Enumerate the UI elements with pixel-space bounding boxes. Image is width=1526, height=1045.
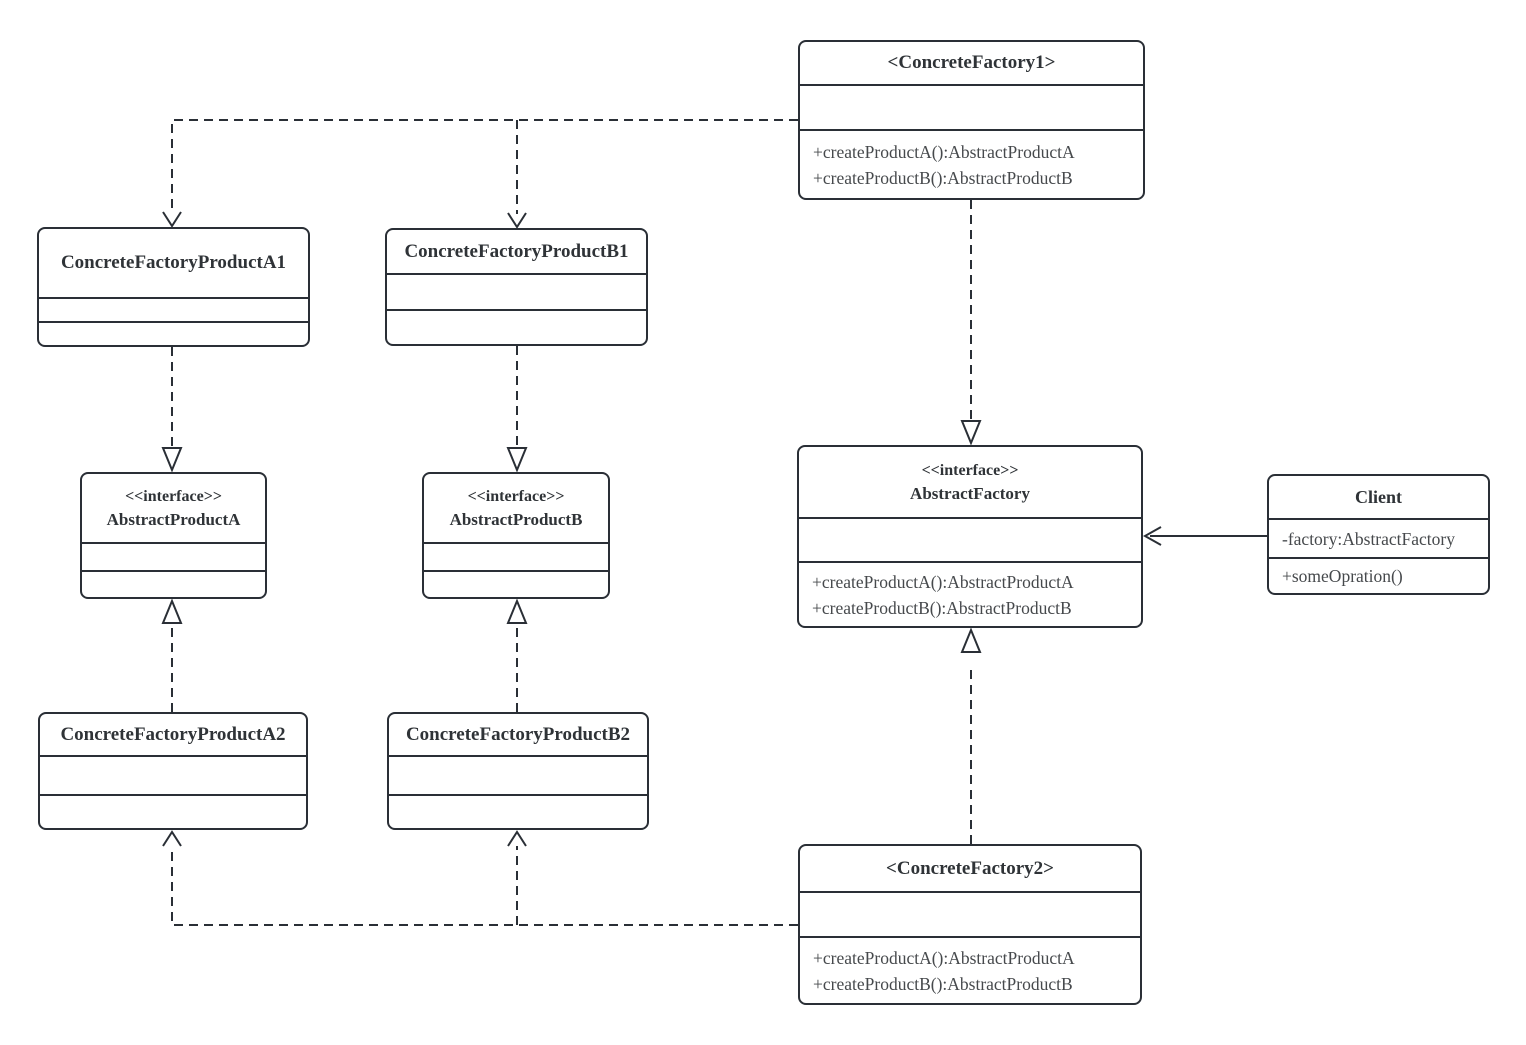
attributes-compartment xyxy=(424,542,608,570)
edge-client-abstractfactory-association xyxy=(1142,526,1267,546)
methods-compartment xyxy=(39,321,308,345)
class-client: Client -factory:AbstractFactory +someOpr… xyxy=(1267,474,1490,595)
stereotype-label: <<interface>> xyxy=(921,461,1019,479)
edge-productb1-abstractproductb-realization xyxy=(506,346,528,473)
class-title: <<interface>> AbstractFactory xyxy=(799,447,1141,517)
arrowhead-hollow-triangle-up xyxy=(960,627,982,653)
attributes-compartment xyxy=(799,517,1141,561)
arrowhead-open-down xyxy=(507,212,527,229)
class-title: ConcreteFactoryProductB2 xyxy=(405,723,631,745)
class-title: <ConcreteFactory1> xyxy=(887,52,1056,73)
arrowhead-hollow-triangle-up xyxy=(161,598,183,624)
arrowhead-open-up xyxy=(507,830,527,847)
class-title: <<interface>> AbstractProductB xyxy=(424,474,608,542)
methods-compartment: +someOpration() xyxy=(1269,557,1488,593)
attributes-compartment xyxy=(387,273,646,309)
arrowhead-open-up xyxy=(162,830,182,847)
arrowhead-open-down xyxy=(162,211,182,228)
methods-compartment: +createProductA():AbstractProductA +crea… xyxy=(799,561,1141,626)
method: +createProductA():AbstractProductA xyxy=(813,947,1075,968)
edge-factory1-products-dependency xyxy=(162,119,798,229)
methods-compartment xyxy=(424,570,608,597)
methods-compartment xyxy=(389,794,647,828)
methods-compartment xyxy=(82,570,265,597)
edge-factory2-abstractfactory-realization xyxy=(960,627,982,844)
class-title: Client xyxy=(1355,486,1402,507)
arrowhead-hollow-triangle-down xyxy=(960,420,982,446)
attributes-compartment xyxy=(800,891,1140,936)
class-title: <<interface>> AbstractProductA xyxy=(82,474,265,542)
edge-producta1-abstractproducta-realization xyxy=(161,347,183,473)
arrowhead-hollow-triangle-down xyxy=(161,447,183,473)
interface-abstract-product-a: <<interface>> AbstractProductA xyxy=(80,472,267,599)
attributes-compartment xyxy=(40,755,306,794)
attribute: -factory:AbstractFactory xyxy=(1282,528,1455,549)
class-concrete-factory-product-a2: ConcreteFactoryProductA2 xyxy=(38,712,308,830)
attributes-compartment xyxy=(39,297,308,321)
class-title: ConcreteFactoryProductB1 xyxy=(404,240,629,262)
edge-factory1-abstractfactory-realization xyxy=(960,200,982,446)
method: +createProductA():AbstractProductA xyxy=(813,141,1075,162)
interface-abstract-factory: <<interface>> AbstractFactory +createPro… xyxy=(797,445,1143,628)
class-title: ConcreteFactoryProductA1 xyxy=(60,252,287,273)
interface-name: AbstractProductA xyxy=(106,509,241,529)
methods-compartment: +createProductA():AbstractProductA +crea… xyxy=(800,129,1143,198)
method: +createProductB():AbstractProductB xyxy=(813,973,1073,994)
arrowhead-hollow-triangle-up xyxy=(506,598,528,624)
class-concrete-factory2: <ConcreteFactory2> +createProductA():Abs… xyxy=(798,844,1142,1005)
arrowhead-open-left xyxy=(1142,526,1162,546)
edge-productb2-abstractproductb-realization xyxy=(506,598,528,712)
class-concrete-factory-product-a1: ConcreteFactoryProductA1 xyxy=(37,227,310,347)
stereotype-label: <<interface>> xyxy=(467,487,565,505)
interface-abstract-product-b: <<interface>> AbstractProductB xyxy=(422,472,610,599)
edge-factory2-products-dependency xyxy=(162,830,798,926)
attributes-compartment: -factory:AbstractFactory xyxy=(1269,518,1488,557)
edge-producta2-abstractproducta-realization xyxy=(161,598,183,712)
class-title: ConcreteFactoryProductA2 xyxy=(60,723,286,745)
method: +createProductA():AbstractProductA xyxy=(812,571,1074,592)
attributes-compartment xyxy=(800,84,1143,129)
attributes-compartment xyxy=(389,755,647,794)
class-concrete-factory1: <ConcreteFactory1> +createProductA():Abs… xyxy=(798,40,1145,200)
method: +someOpration() xyxy=(1282,566,1403,586)
interface-name: AbstractProductB xyxy=(449,509,583,529)
method: +createProductB():AbstractProductB xyxy=(812,597,1072,618)
interface-name: AbstractFactory xyxy=(910,483,1030,503)
methods-compartment: +createProductA():AbstractProductA +crea… xyxy=(800,936,1140,1003)
arrowhead-hollow-triangle-down xyxy=(506,447,528,473)
class-title: <ConcreteFactory2> xyxy=(886,857,1054,879)
method: +createProductB():AbstractProductB xyxy=(813,167,1073,188)
class-concrete-factory-product-b1: ConcreteFactoryProductB1 xyxy=(385,228,648,346)
stereotype-label: <<interface>> xyxy=(125,487,222,505)
attributes-compartment xyxy=(82,542,265,570)
class-concrete-factory-product-b2: ConcreteFactoryProductB2 xyxy=(387,712,649,830)
methods-compartment xyxy=(387,309,646,344)
methods-compartment xyxy=(40,794,306,828)
